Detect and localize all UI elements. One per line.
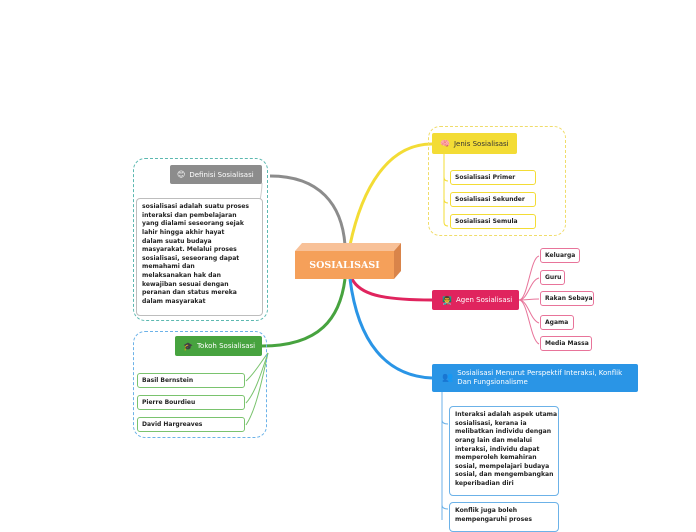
agen-label: Agen Sosialisasi — [455, 296, 513, 304]
text-line: dalam masyarakat — [142, 298, 206, 306]
person-icon: 👨‍🏫 — [442, 295, 452, 305]
text-line: masyarakat. Melalui proses — [142, 246, 237, 254]
agen-topic[interactable]: 👨‍🏫 Agen Sosialisasi — [432, 290, 519, 310]
perspektif-label: Sosialisasi Menurut Perspektif Interaksi… — [457, 369, 622, 388]
jenis-sub-connectors — [443, 151, 449, 227]
tokoh-item[interactable]: David Hargreaves — [137, 417, 245, 432]
central-topic-label: SOSIALISASI — [309, 259, 380, 271]
text-line: melibatkan individu dengan — [455, 428, 552, 436]
jenis-label: Jenis Sosialisasi — [453, 139, 509, 148]
jenis-item[interactable]: Sosialisasi Semula — [450, 214, 536, 229]
tokoh-item[interactable]: Basil Bernstein — [137, 373, 245, 388]
text-line: dalam suatu budaya — [142, 237, 212, 245]
text-line: Interaksi adalah aspek utama — [455, 411, 558, 418]
perspektif-label-line: Dan Fungsionalisme — [457, 378, 528, 386]
branch-jenis-connector — [348, 142, 433, 246]
konflik-text: Konflik juga boleh mempengaruhi proses — [449, 502, 559, 532]
text-line: yang dialami seseorang sejak — [142, 220, 244, 228]
text-line: kewajiban sesuai dengan — [142, 280, 229, 288]
tokoh-item-label: Basil Bernstein — [142, 377, 194, 384]
text-line: sosialisasi, kerana ia — [455, 419, 527, 427]
branch-perspektif-connector — [348, 278, 433, 380]
tokoh-item-label: Pierre Bourdieu — [142, 399, 196, 406]
definisi-label: Definisi Sosialisasi — [189, 170, 254, 179]
text-line: melaksanakan hak dan — [142, 272, 221, 280]
text-line: keperibadian diri — [455, 480, 514, 488]
agen-item-label: Media Massa — [545, 340, 589, 347]
agen-sub-connectors — [518, 255, 540, 345]
mind-map: SOSIALISASI 😊 Definisi Sosialisasi sosia… — [133, 126, 638, 532]
text-line: sosial, mempelajari budaya — [455, 462, 550, 470]
text-line: memahami dan — [142, 263, 195, 271]
text-line: sosial, dan mengembangkan — [455, 471, 554, 479]
definisi-topic[interactable]: 😊 Definisi Sosialisasi — [170, 165, 262, 184]
tokoh-item-label: David Hargreaves — [142, 421, 203, 428]
jenis-topic[interactable]: 🧠 Jenis Sosialisasi — [432, 133, 517, 154]
perspektif-topic[interactable]: 👥 Sosialisasi Menurut Perspektif Interak… — [432, 364, 638, 392]
branch-agen-connector — [350, 278, 433, 302]
perspektif-sub-connectors — [441, 392, 449, 520]
definisi-text: sosialisasi adalah suatu proses interaks… — [136, 198, 263, 316]
connector-layer — [245, 142, 540, 520]
text-line: Konflik juga boleh — [455, 507, 518, 514]
jenis-item-label: Sosialisasi Primer — [455, 174, 516, 181]
people-icon: 👥 — [442, 373, 454, 383]
perspektif-label-line: Sosialisasi Menurut Perspektif Interaksi… — [457, 368, 623, 377]
tokoh-topic[interactable]: 🎓 Tokoh Sosialisasi — [175, 336, 262, 356]
text-line: memperoleh kemahiran — [455, 454, 537, 462]
branch-tokoh-connector — [261, 278, 347, 348]
text-line: sosialisasi adalah suatu proses — [142, 203, 250, 210]
branch-definisi-connector — [269, 174, 347, 246]
agen-item-label: Agama — [545, 319, 569, 326]
agen-item[interactable]: Guru — [540, 270, 565, 285]
jenis-item[interactable]: Sosialisasi Sekunder — [450, 192, 536, 207]
agen-item[interactable]: Media Massa — [540, 336, 592, 351]
central-topic[interactable]: SOSIALISASI — [295, 251, 394, 279]
graduation-cap-icon: 🎓 — [183, 341, 193, 351]
jenis-item[interactable]: Sosialisasi Primer — [450, 170, 536, 185]
jenis-boundary — [428, 126, 566, 236]
text-line: sosialisasi, seseorang dapat — [142, 254, 240, 262]
agen-item-label: Guru — [545, 274, 562, 281]
central-topic-shape[interactable] — [295, 243, 401, 279]
jenis-item-label: Sosialisasi Semula — [455, 218, 518, 225]
text-line: interaksi, individu dapat — [455, 445, 540, 453]
agen-item[interactable]: Agama — [540, 315, 574, 330]
text-line: lahir hingga akhir hayat — [142, 228, 225, 236]
brain-icon: 🧠 — [440, 139, 450, 148]
tokoh-boundary — [133, 331, 267, 438]
agen-item-label: Keluarga — [545, 252, 576, 259]
text-line: peranan dan status mereka — [142, 289, 237, 297]
definisi-boundary — [133, 158, 268, 321]
agen-item[interactable]: Rakan Sebaya — [540, 291, 594, 306]
text-line: orang lain dan melalui — [455, 436, 533, 444]
text-line: mempengaruhi proses — [455, 515, 532, 523]
smiling-face-icon: 😊 — [177, 170, 186, 179]
agen-item-label: Rakan Sebaya — [545, 295, 593, 302]
tokoh-label: Tokoh Sosialisasi — [196, 342, 256, 350]
tokoh-item[interactable]: Pierre Bourdieu — [137, 395, 245, 410]
text-line: interaksi dan pembelajaran — [142, 211, 237, 219]
interaksi-text: Interaksi adalah aspek utama sosialisasi… — [449, 406, 559, 496]
jenis-item-label: Sosialisasi Sekunder — [455, 196, 525, 203]
agen-item[interactable]: Keluarga — [540, 248, 580, 263]
